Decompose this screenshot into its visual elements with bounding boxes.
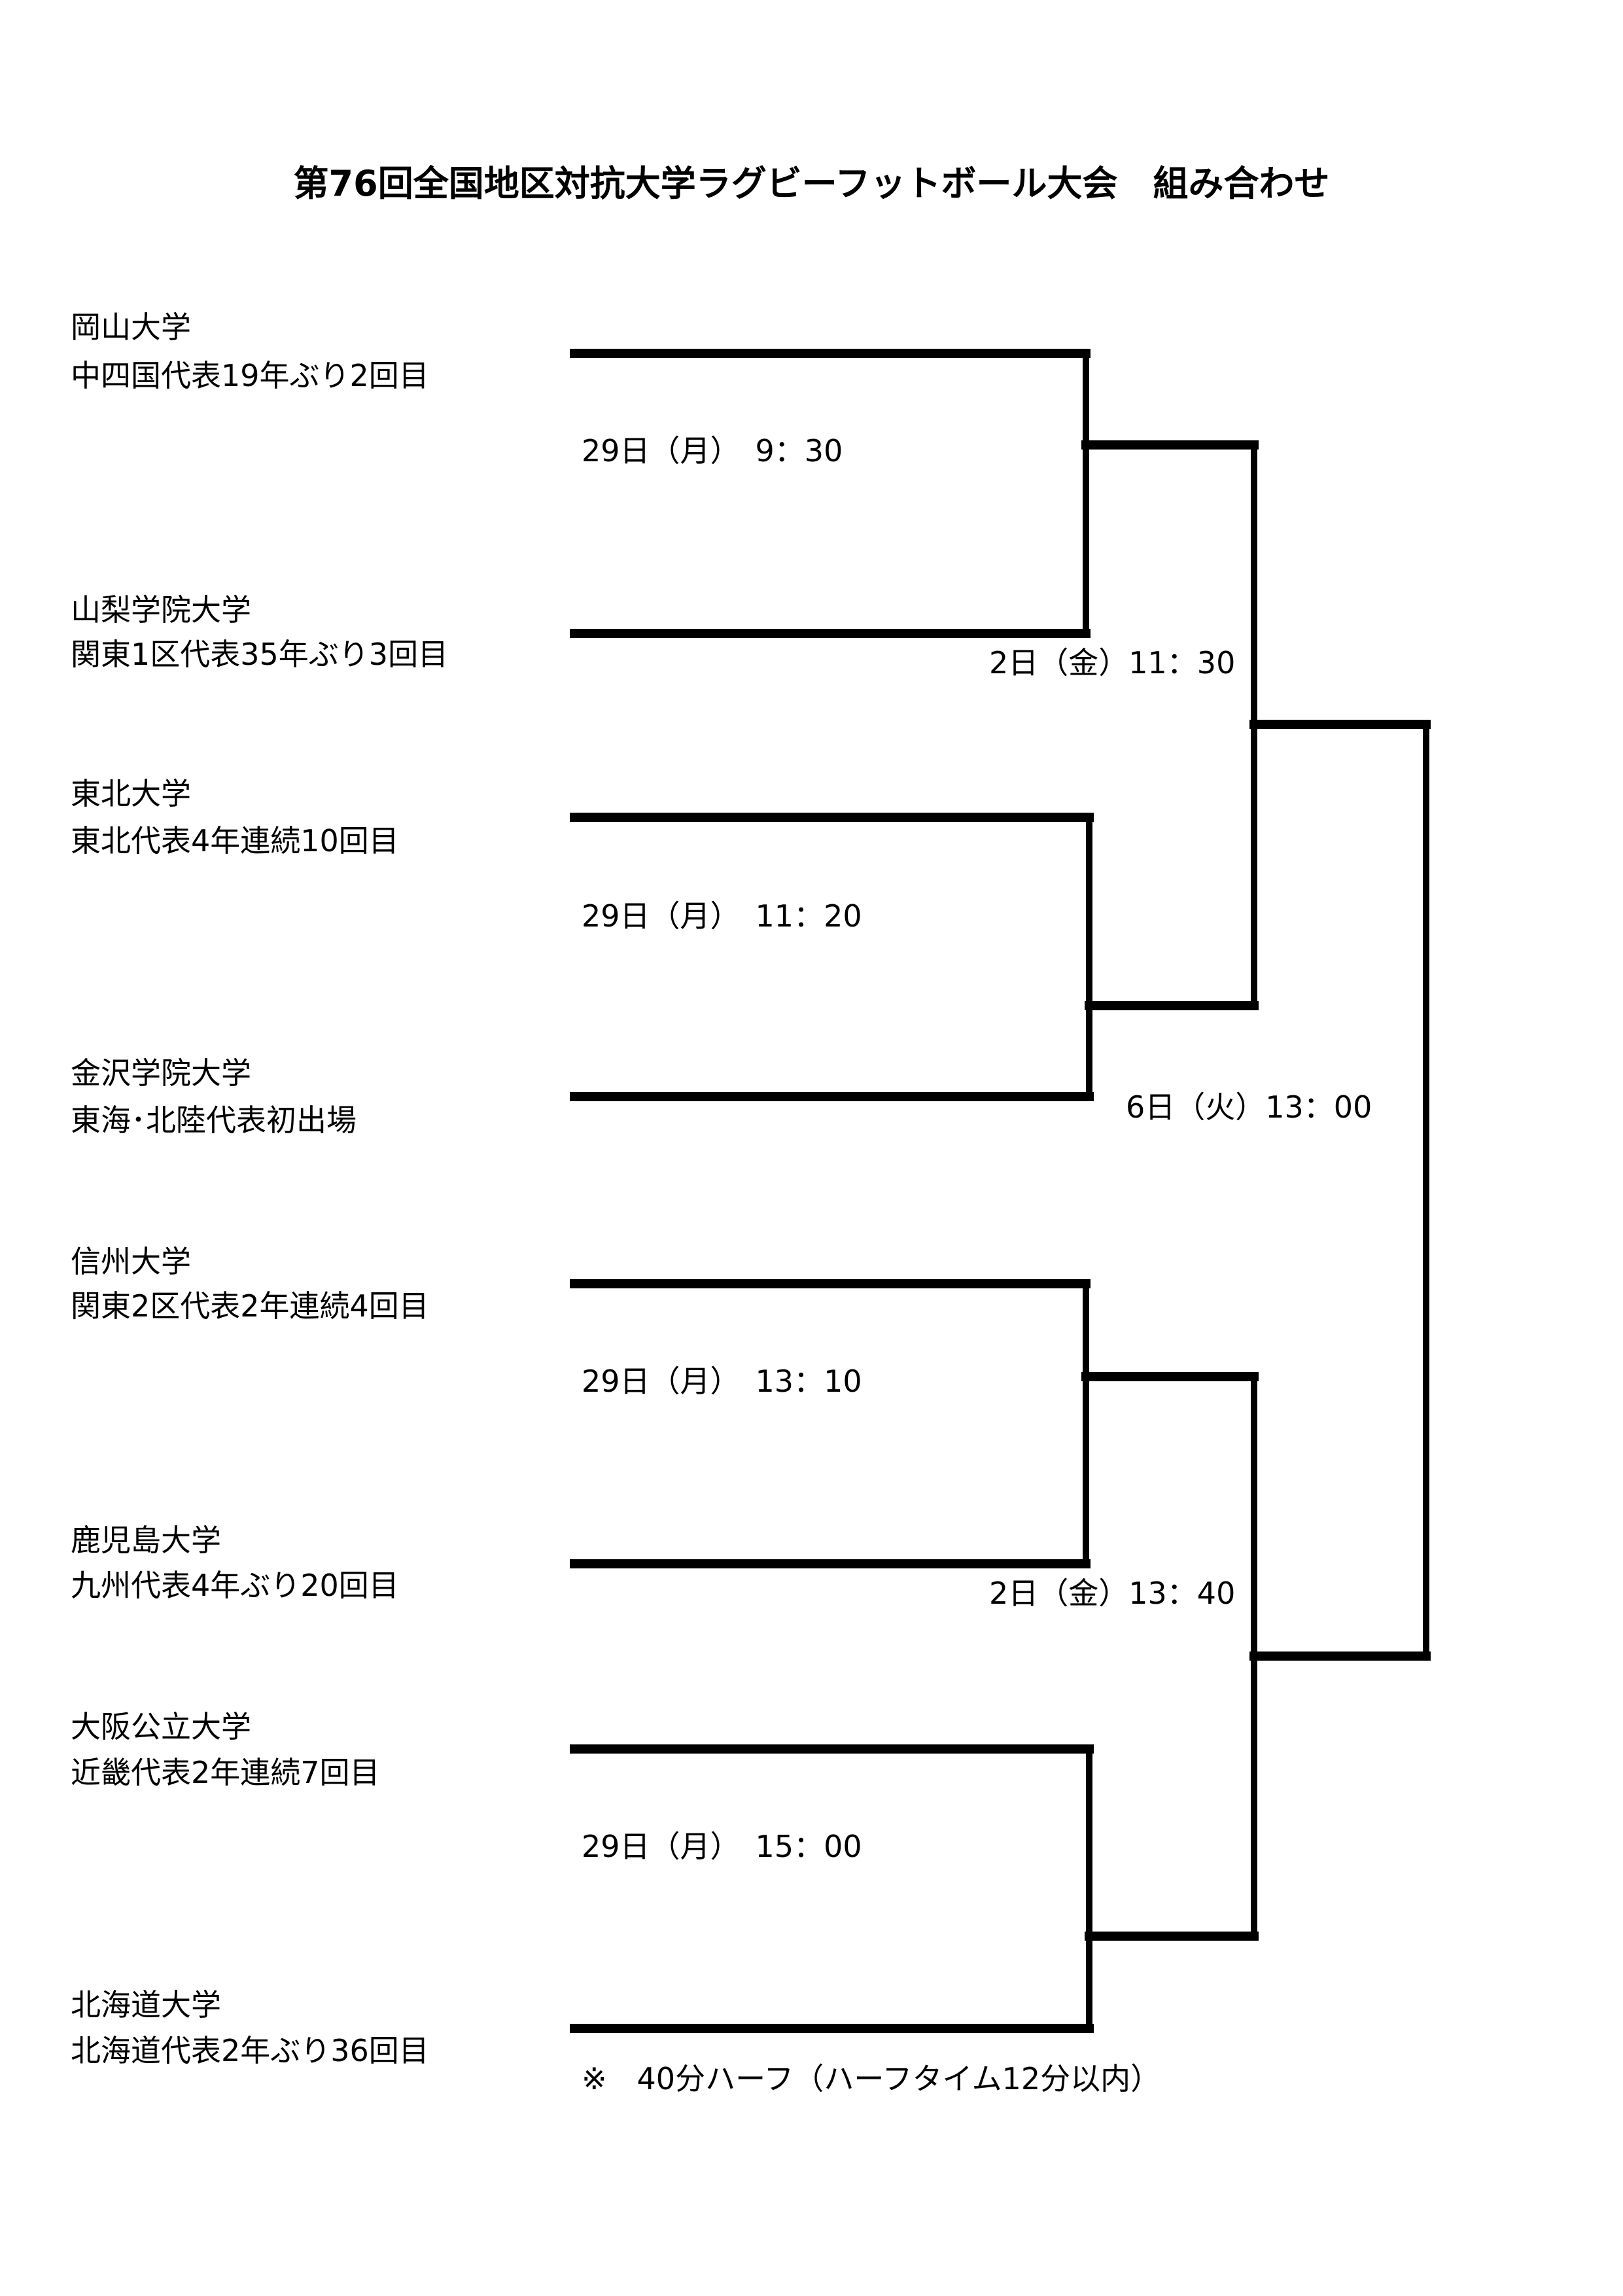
team-name: 北海道大学 — [71, 1987, 221, 2022]
team-desc: 関東2区代表2年連続4回目 — [71, 1288, 429, 1324]
team-name: 岡山大学 — [71, 309, 191, 345]
team-desc: 北海道代表2年ぶり36回目 — [71, 2033, 429, 2068]
first-round-time: 29日（月） 9：30 — [582, 433, 843, 468]
team-desc: 関東1区代表35年ぶり3回目 — [71, 637, 449, 672]
team-desc: 近畿代表2年連続7回目 — [71, 1755, 380, 1790]
semifinal-time: 2日（金）11：30 — [989, 645, 1236, 680]
team-desc: 中四国代表19年ぶり2回目 — [71, 358, 429, 393]
final-time: 6日（火）13：00 — [1126, 1089, 1372, 1125]
team-desc: 九州代表4年ぶり20回目 — [71, 1568, 399, 1603]
team-name: 鹿児島大学 — [71, 1523, 221, 1558]
team-desc: 東海･北陸代表初出場 — [71, 1103, 357, 1138]
team-name: 金沢学院大学 — [71, 1055, 251, 1091]
team-name: 山梨学院大学 — [71, 592, 251, 627]
page-title: 第76回全国地区対抗大学ラグビーフットボール大会 組み合わせ — [293, 163, 1330, 204]
semifinal-time: 2日（金）13：40 — [989, 1576, 1236, 1611]
first-round-time: 29日（月） 13：10 — [582, 1364, 862, 1399]
team-desc: 東北代表4年連続10回目 — [71, 823, 399, 858]
first-round-time: 29日（月） 11：20 — [582, 898, 862, 934]
first-round-time: 29日（月） 15：00 — [582, 1829, 862, 1864]
footnote: ※ 40分ハーフ（ハーフタイム12分以内） — [582, 2061, 1161, 2096]
team-name: 大阪公立大学 — [71, 1709, 251, 1744]
team-name: 信州大学 — [71, 1244, 191, 1279]
team-name: 東北大学 — [71, 776, 191, 811]
